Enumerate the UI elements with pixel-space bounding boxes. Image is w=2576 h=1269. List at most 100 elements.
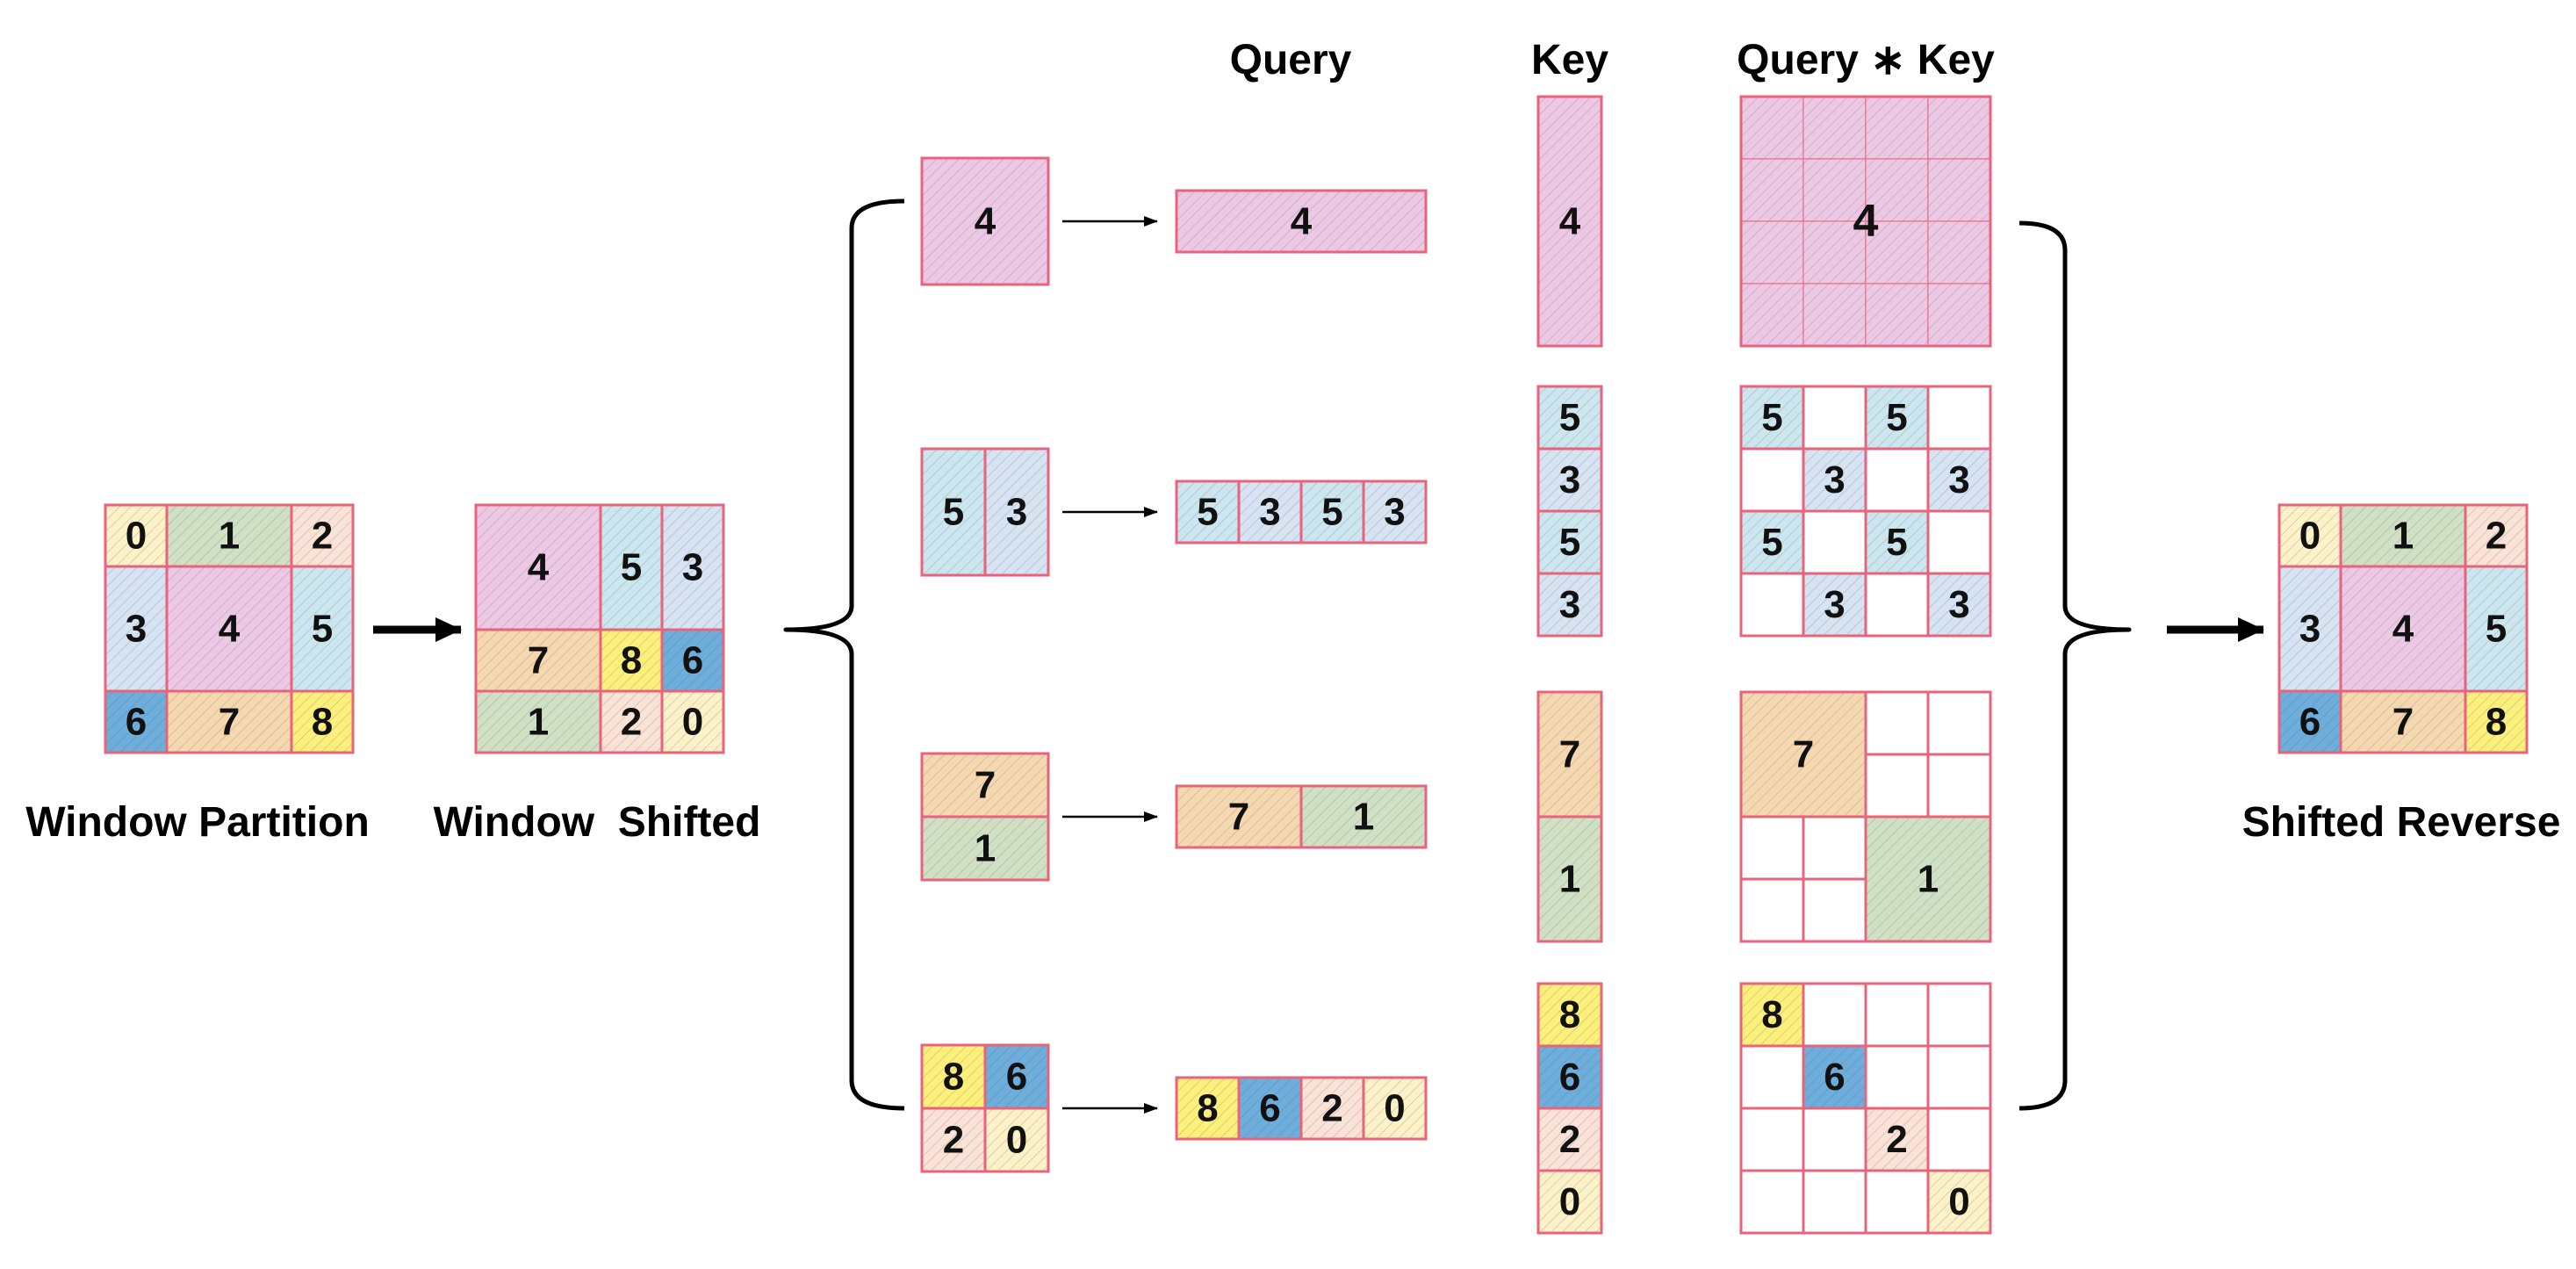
row3-qk-cell-6 (1864, 1044, 1930, 1110)
window-shifted-caption: Window Shifted (434, 799, 761, 846)
row2-qk-block-0 (1739, 690, 1867, 818)
row1-query-cell-1 (1237, 479, 1303, 544)
row1-query-cell-2-label: 5 (1321, 491, 1342, 534)
row1-key-cell-2-label: 5 (1559, 521, 1580, 564)
row3-query-cell-3-label: 0 (1384, 1087, 1405, 1130)
reverse-cell-7 (2339, 689, 2467, 754)
row1-key-cell-0-label: 5 (1559, 396, 1580, 439)
shifted-cell-3 (474, 628, 602, 693)
row3-qk-cell-3 (1926, 982, 1992, 1048)
query-key-header: Query ∗ Key (1737, 37, 1995, 83)
shifted-cell-0 (474, 503, 602, 631)
row2-key-cell-1 (1536, 815, 1603, 943)
shifted-cell-6-label: 1 (528, 701, 549, 744)
partition-cell-8 (290, 689, 355, 754)
row3-qk-cell-14 (1864, 1169, 1930, 1235)
row1-qk-cell-12 (1739, 572, 1805, 638)
row3-qk-cell-12 (1739, 1169, 1805, 1235)
row0-qk-cell-11 (1927, 220, 1991, 285)
row3-window-cell-0 (920, 1043, 987, 1110)
shifted-reverse-caption: Shifted Reverse (2242, 799, 2561, 846)
row2-key-cell-0-label: 7 (1559, 733, 1580, 776)
row1-window-cell-1 (983, 447, 1050, 577)
row1-qk-cell-0-label: 5 (1761, 396, 1782, 439)
shifted-cell-8 (660, 689, 725, 754)
partition-cell-6 (104, 689, 169, 754)
left-brace (783, 198, 905, 1111)
shifted-cell-4-label: 8 (621, 639, 642, 682)
shifted-cell-2-label: 3 (682, 546, 703, 589)
row3-qk-cell-2 (1864, 982, 1930, 1048)
row3-query-cell-3 (1362, 1076, 1428, 1141)
row0-qk-cell-7 (1927, 158, 1991, 222)
row1-key-cell-0 (1536, 385, 1603, 451)
row0-qk-border (1739, 95, 1992, 348)
shifted-cell-7-label: 2 (621, 701, 642, 744)
row2-qk-block-1-label: 1 (1918, 858, 1939, 901)
row2-qk-empty-7 (1802, 877, 1867, 943)
partition-cell-2-label: 2 (312, 515, 333, 558)
row1-query-cell-1-label: 3 (1259, 491, 1280, 534)
row1-qk-cell-9 (1802, 509, 1867, 575)
row2-window-cell-1-label: 1 (975, 827, 996, 870)
shifted-cell-5-label: 6 (682, 639, 703, 682)
row3-qk-cell-11 (1926, 1107, 1992, 1172)
row3-window-cell-2 (920, 1107, 987, 1173)
row3-qk-cell-1 (1802, 982, 1867, 1048)
row1-key-cell-3-label: 3 (1559, 583, 1580, 626)
partition-cell-4-label: 4 (219, 608, 241, 651)
row1-query-cell-3-label: 3 (1384, 491, 1405, 534)
row0-qk-cell-12 (1740, 283, 1804, 347)
row3-qk-cell-8 (1739, 1107, 1805, 1172)
shifted-cell-3-label: 7 (528, 639, 549, 682)
row1-key-cell-3 (1536, 572, 1603, 638)
partition-cell-7-label: 7 (219, 701, 240, 744)
row3-qk-cell-15 (1926, 1169, 1992, 1235)
shifted-cell-4 (599, 628, 664, 693)
row3-key-cell-1-label: 6 (1559, 1056, 1580, 1099)
reverse-cell-6 (2277, 689, 2342, 754)
row2-window-cell-0-label: 7 (975, 764, 996, 807)
row2-key-cell-0 (1536, 690, 1603, 818)
row1-window-cell-1-label: 3 (1006, 491, 1027, 534)
partition-cell-3-label: 3 (126, 608, 147, 651)
row3-window-cell-1 (983, 1043, 1050, 1110)
reverse-cell-4 (2339, 565, 2467, 693)
shifted-cell-2 (660, 503, 725, 631)
row2-qk-block-0-label: 7 (1793, 733, 1814, 776)
row1-key-cell-1 (1536, 447, 1603, 513)
row2-qk-empty-2 (1864, 753, 1930, 818)
window-partition-caption: Window Partition (25, 799, 370, 846)
row1-qk-cell-13 (1802, 572, 1867, 638)
row0-qk-label: 4 (1853, 196, 1879, 247)
row3-qk-cell-5 (1802, 1044, 1867, 1110)
row1-qk-cell-1 (1802, 385, 1867, 451)
reverse-cell-0 (2277, 503, 2342, 568)
partition-cell-1 (165, 503, 293, 568)
partition-cell-0-label: 0 (126, 515, 147, 558)
row2-qk-empty-0 (1864, 690, 1930, 756)
row2-qk-empty-5 (1802, 815, 1867, 881)
row3-qk-cell-10-label: 2 (1886, 1118, 1907, 1161)
row3-window-cell-1-label: 6 (1006, 1056, 1027, 1099)
partition-cell-5-label: 5 (312, 608, 333, 651)
row0-qk-cell-13 (1802, 283, 1867, 347)
row1-window-cell-0 (920, 447, 987, 577)
row2-query-cell-0-label: 7 (1228, 796, 1249, 839)
right-brace (2018, 220, 2132, 1111)
row0-query-cell-0-label: 4 (1291, 200, 1313, 243)
row0-qk-cell-2 (1865, 96, 1929, 160)
shifted-cell-5 (660, 628, 725, 693)
row3-window-cell-2-label: 2 (943, 1119, 964, 1162)
row3-key-cell-2 (1536, 1107, 1603, 1172)
row2-qk-empty-1 (1926, 690, 1992, 756)
row1-key-cell-1-label: 3 (1559, 458, 1580, 501)
shifted-cell-6 (474, 689, 602, 754)
reverse-cell-7-label: 7 (2393, 701, 2414, 744)
row2-query-cell-0 (1175, 784, 1303, 849)
row1-qk-cell-6 (1864, 447, 1930, 513)
row2-key-cell-1-label: 1 (1559, 858, 1580, 901)
reverse-cell-5-label: 5 (2486, 608, 2507, 651)
row3-qk-cell-15-label: 0 (1948, 1180, 1969, 1223)
